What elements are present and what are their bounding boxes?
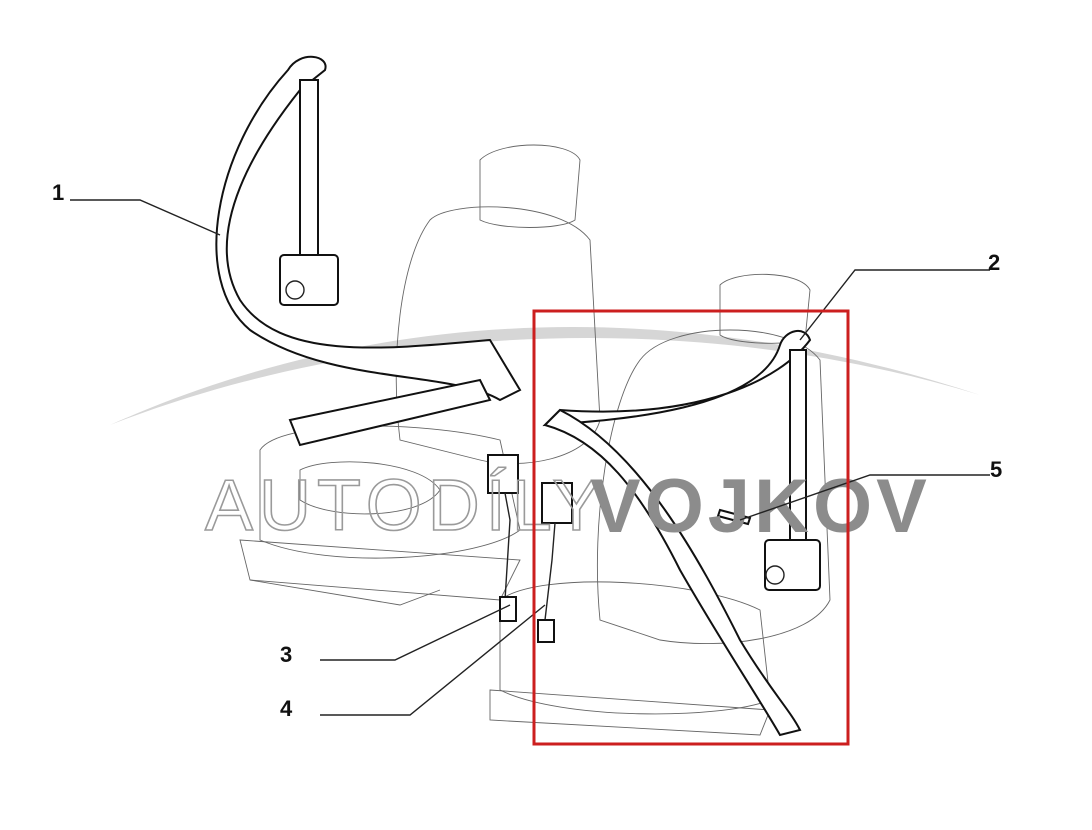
callout-4: 4 (280, 696, 293, 721)
highlight-box (532, 309, 850, 746)
callout-2: 2 (988, 250, 1000, 275)
seat-belt-1 (215, 55, 522, 622)
watermark-light: AUTODÍLY (205, 466, 606, 546)
leader-lines (70, 199, 990, 716)
callout-5: 5 (990, 457, 1002, 482)
callout-3: 3 (280, 642, 292, 667)
callout-1: 1 (52, 180, 64, 205)
seat-belt-2 (537, 330, 821, 737)
watermark-bold: VOJKOV (590, 464, 931, 549)
